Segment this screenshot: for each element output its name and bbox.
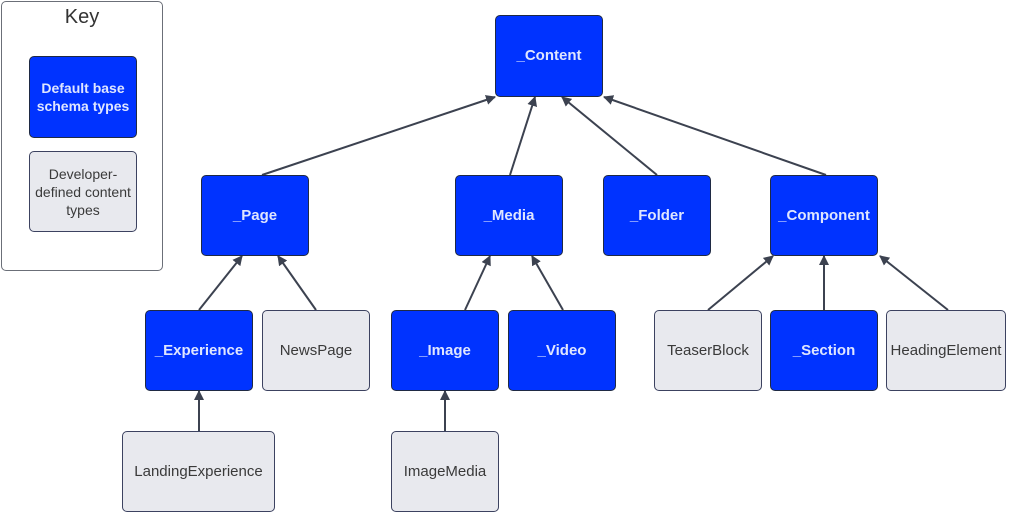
node-imagemedia[interactable]: ImageMedia — [391, 431, 499, 512]
edge-teaserblock-to-component — [707, 255, 774, 311]
node-label: LandingExperience — [134, 462, 263, 480]
node-section[interactable]: _Section — [770, 310, 878, 391]
edge-headingelement-to-component — [879, 255, 949, 311]
edge-component-to-content — [603, 95, 827, 176]
node-landingexperience[interactable]: LandingExperience — [122, 431, 275, 512]
node-label: _Component — [778, 206, 870, 224]
edge-newspage-to-page — [277, 255, 317, 311]
legend-item-base-schema: Default base schema types — [29, 56, 137, 138]
node-experience[interactable]: _Experience — [145, 310, 253, 391]
node-teaserblock[interactable]: TeaserBlock — [654, 310, 762, 391]
node-label: HeadingElement — [890, 341, 1002, 359]
node-label: ImageMedia — [403, 462, 487, 480]
node-label: _Folder — [629, 206, 685, 224]
edge-image-to-media — [464, 255, 491, 311]
node-label: _Section — [792, 341, 856, 359]
node-page[interactable]: _Page — [201, 175, 309, 256]
node-newspage[interactable]: NewsPage — [262, 310, 370, 391]
edge-media-to-content — [509, 96, 538, 176]
node-label: _Video — [537, 341, 587, 359]
node-video[interactable]: _Video — [508, 310, 616, 391]
node-folder[interactable]: _Folder — [603, 175, 711, 256]
edge-video-to-media — [531, 255, 564, 311]
node-image[interactable]: _Image — [391, 310, 499, 391]
legend-title: Key — [64, 6, 100, 28]
node-label: _Content — [516, 47, 582, 64]
node-label: TeaserBlock — [667, 341, 749, 359]
node-content[interactable]: _Content — [495, 15, 603, 97]
node-component[interactable]: _Component — [770, 175, 878, 256]
legend-item-label: Default base schema types — [36, 80, 130, 114]
node-label: NewsPage — [279, 341, 353, 359]
node-headingelement[interactable]: HeadingElement — [886, 310, 1006, 391]
node-label: _Image — [419, 341, 471, 359]
node-label: _Page — [232, 206, 278, 224]
legend-key: Key Default base schema types Developer-… — [1, 1, 163, 271]
legend-item-label: Developer-defined content types — [35, 165, 131, 218]
node-label: _Experience — [154, 341, 244, 359]
node-media[interactable]: _Media — [455, 175, 563, 256]
node-label: _Media — [483, 206, 535, 224]
legend-item-developer-defined: Developer-defined content types — [29, 151, 137, 232]
edge-experience-to-page — [198, 255, 243, 311]
edge-page-to-content — [261, 95, 496, 176]
edge-folder-to-content — [561, 96, 658, 176]
